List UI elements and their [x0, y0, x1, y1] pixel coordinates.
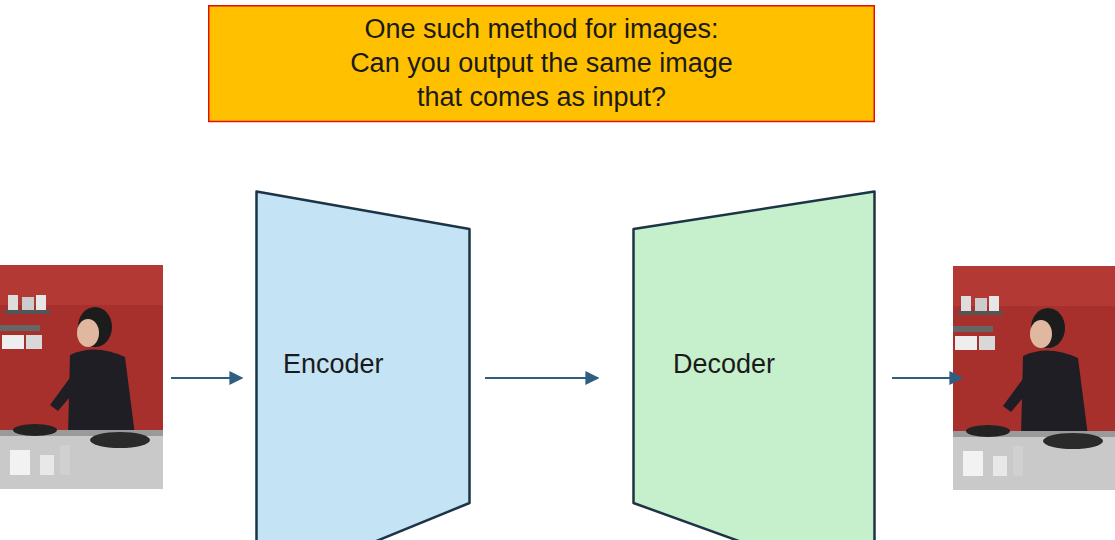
input-image [0, 265, 163, 489]
shape-outline [632, 190, 876, 540]
block-label: Encoder [283, 348, 384, 382]
shape-outline [255, 190, 471, 540]
output-arrow [892, 377, 962, 379]
block-label: Decoder [673, 348, 775, 382]
callout-text: One such method for images: Can you outp… [347, 13, 737, 114]
flow-arrow [485, 377, 598, 379]
input-arrow [171, 377, 242, 379]
output-image [953, 266, 1115, 490]
encoder-trapezoid: Encoder [255, 190, 471, 540]
shape-outline [208, 5, 875, 122]
callout-box: One such method for images: Can you outp… [208, 5, 875, 122]
decoder-trapezoid: Decoder [632, 190, 876, 540]
